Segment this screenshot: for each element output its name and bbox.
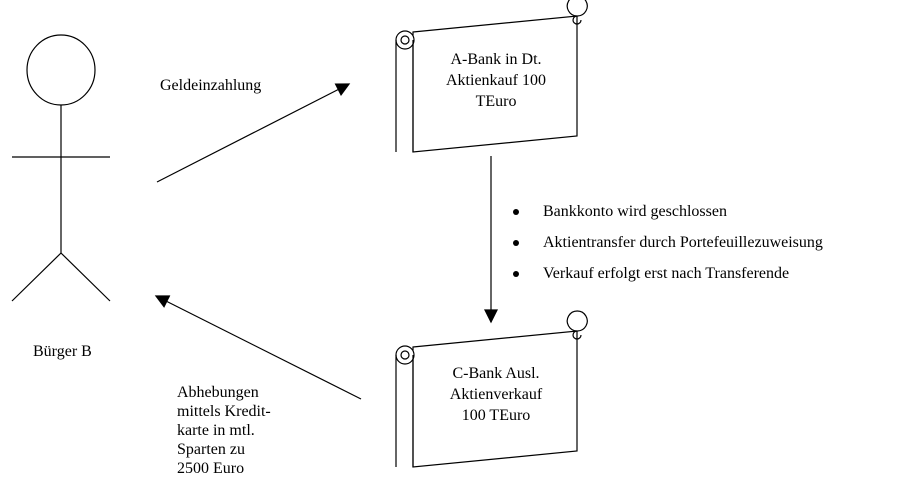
withdrawal-label-line: 2500 Euro [177, 460, 245, 477]
withdrawal-label-line: Abhebungen [177, 384, 259, 401]
bank-c-line: Aktienverkauf [449, 386, 543, 403]
bank-c-text: C-Bank Ausl. Aktienverkauf 100 TEuro [428, 363, 564, 426]
scroll-shape-a [395, 0, 588, 153]
transfer-steps-list: Bankkonto wird geschlossen Aktientransfe… [511, 202, 823, 295]
withdrawal-label-line: mittels Kredit- [177, 403, 271, 420]
withdrawal-arrow [154, 295, 362, 400]
stick-figure-icon [11, 34, 111, 302]
withdrawal-label-line: Sparten zu [177, 441, 245, 458]
transfer-step: Verkauf erfolgt erst nach Transferende [511, 264, 823, 295]
bank-a-line: A-Bank in Dt. [450, 51, 542, 68]
actor-left-leg [11, 252, 62, 302]
transfer-step: Aktientransfer durch Portefeuillezuweisu… [511, 233, 823, 264]
bank-c-line: C-Bank Ausl. [452, 365, 540, 382]
actor-label: Bürger B [33, 343, 92, 360]
deposit-label: Geldeinzahlung [160, 77, 262, 94]
deposit-arrow [156, 83, 351, 183]
actor-right-leg [60, 252, 111, 302]
withdrawal-label: Abhebungen mittels Kredit- karte in mtl.… [177, 383, 271, 478]
transfer-step: Bankkonto wird geschlossen [511, 202, 823, 233]
scroll-shape-c [395, 310, 588, 468]
actor-head [26, 34, 96, 106]
bank-a-text: A-Bank in Dt. Aktienkauf 100 TEuro [428, 49, 564, 112]
bank-a-line: Aktienkauf 100 [446, 72, 546, 89]
bank-a-line: TEuro [475, 93, 517, 110]
bank-c-line: 100 TEuro [461, 407, 531, 424]
withdrawal-label-line: karte in mtl. [177, 422, 255, 439]
